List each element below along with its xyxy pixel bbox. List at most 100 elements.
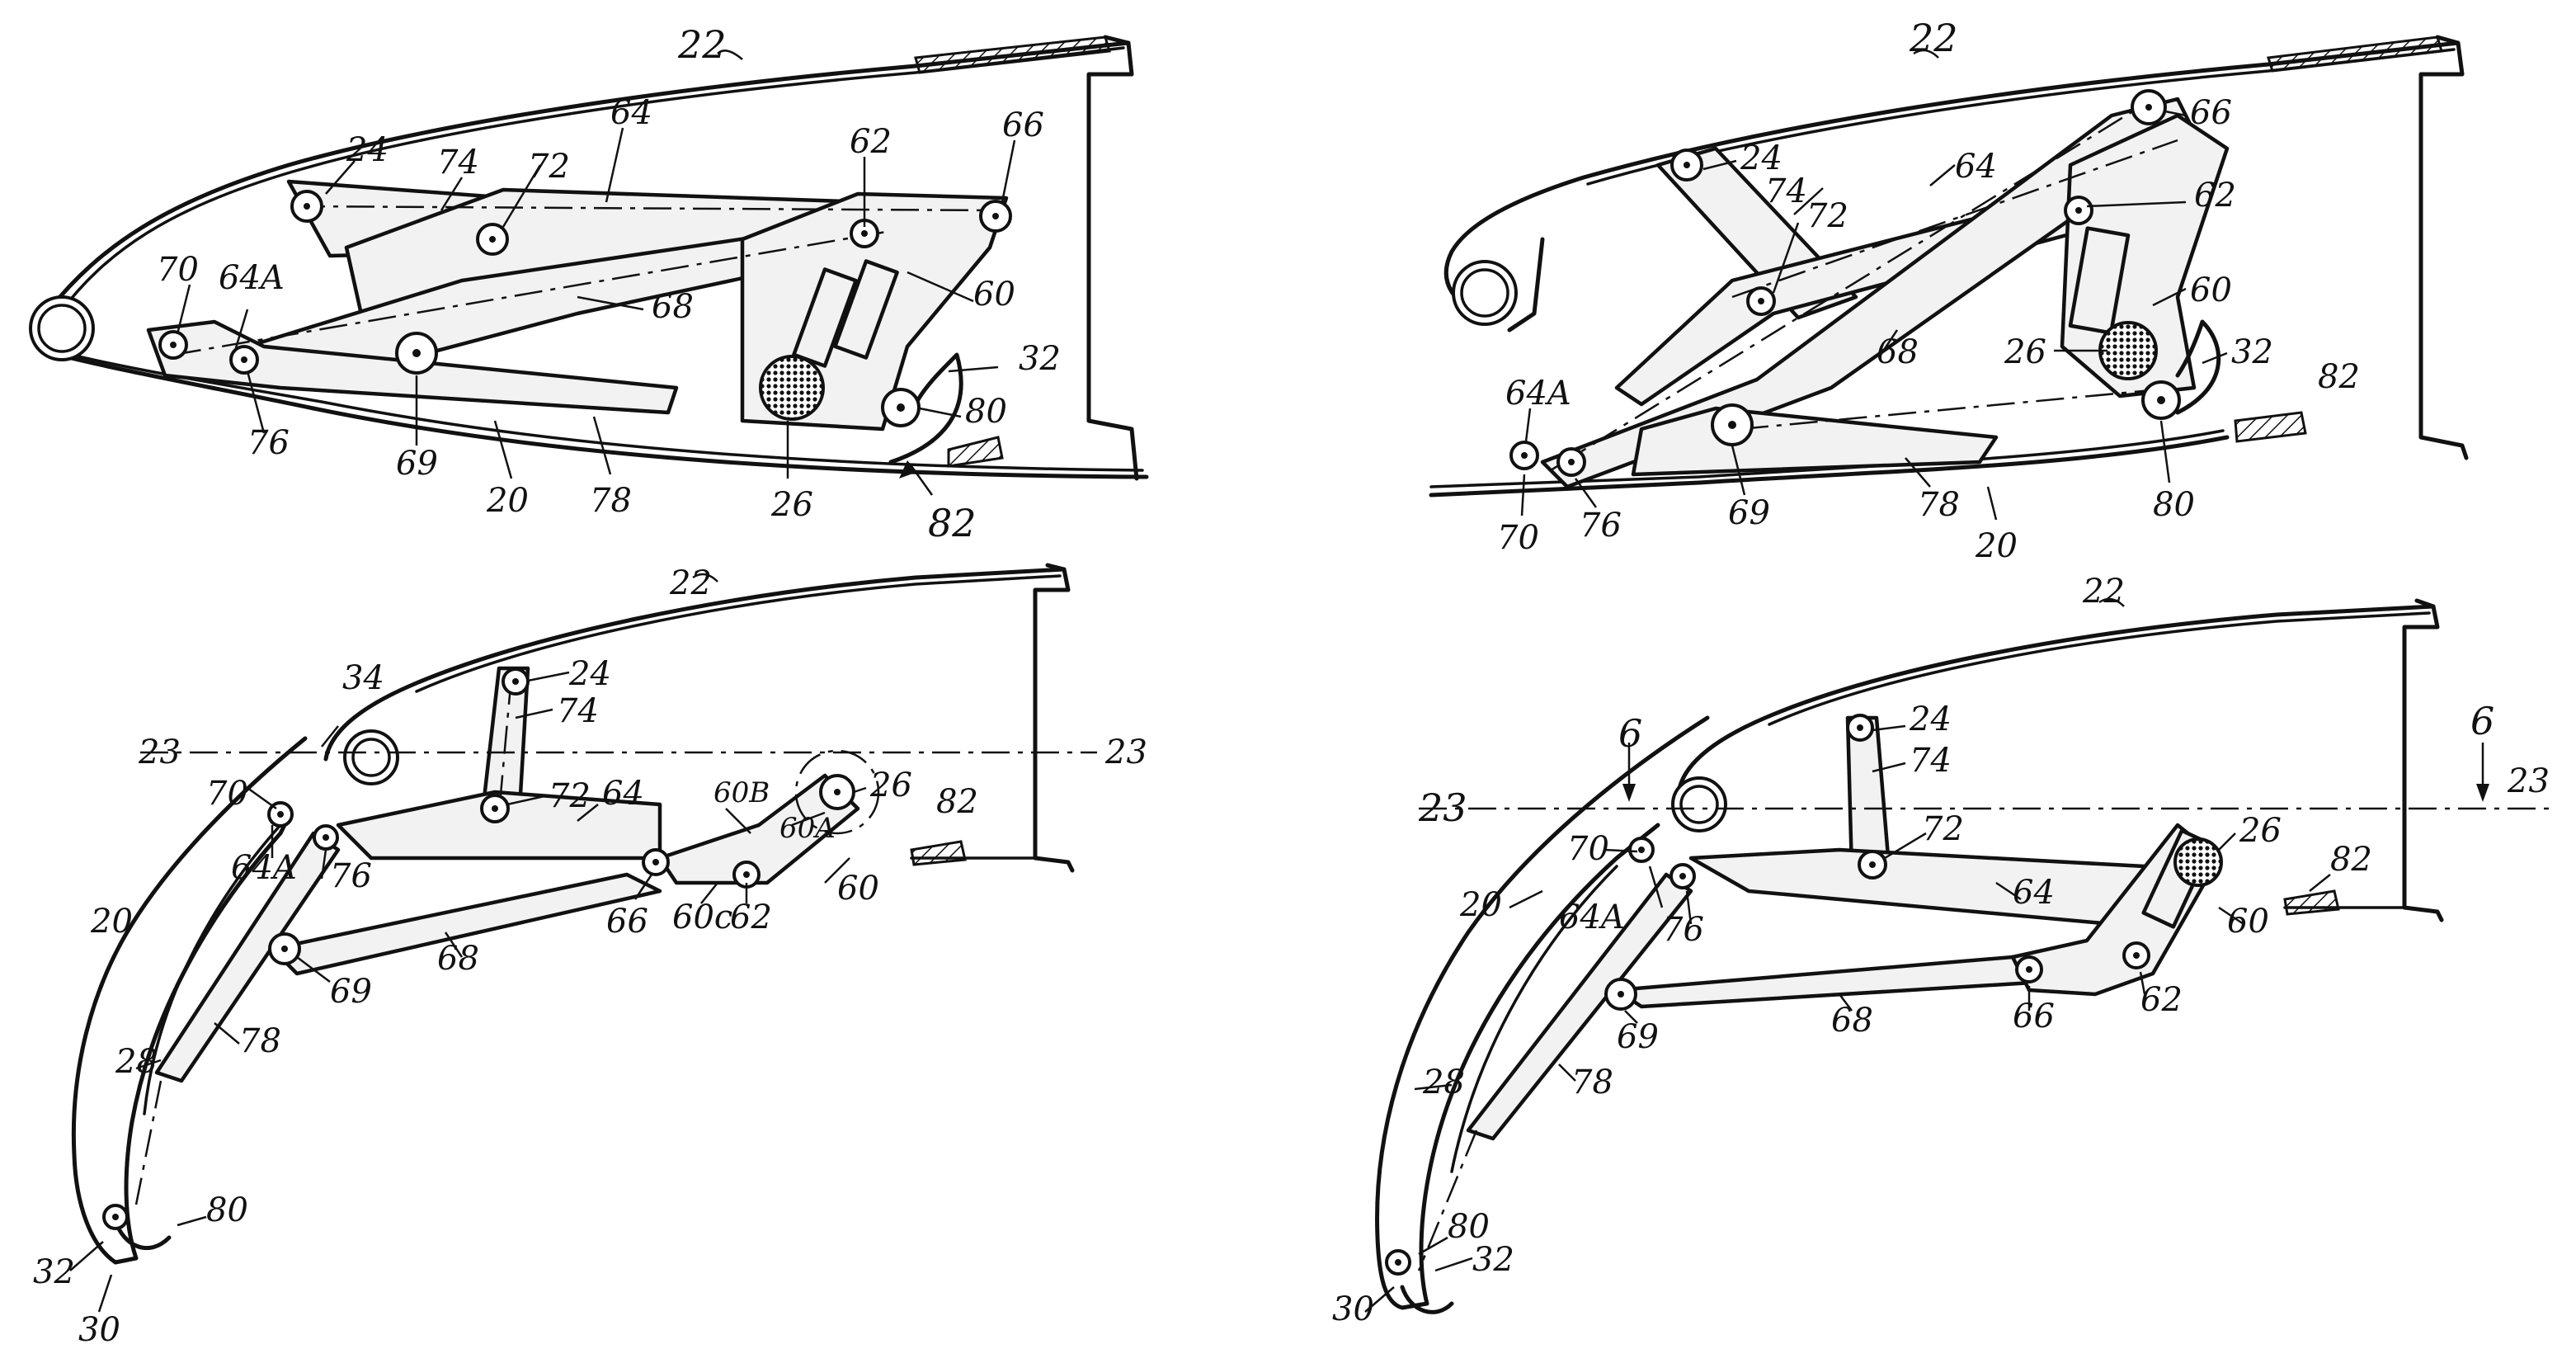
label-80: 80 xyxy=(2153,486,2195,524)
slat-20 xyxy=(71,736,308,1265)
stop-82 xyxy=(2283,889,2340,916)
pivot-pins xyxy=(1385,714,2150,1276)
label-76: 76 xyxy=(330,857,372,895)
label-72: 72 xyxy=(549,777,591,815)
label-72: 72 xyxy=(528,148,570,186)
label-32: 32 xyxy=(33,1253,75,1291)
centerline-2 xyxy=(1731,139,2178,299)
centerline-3 xyxy=(1740,386,2178,431)
label-70: 70 xyxy=(157,251,199,289)
figure-top-left: 22 24 74 72 64 62 66 70 64A 60 32 68 80 … xyxy=(29,22,1149,545)
label-26: 26 xyxy=(869,766,912,804)
label-70: 70 xyxy=(1497,519,1539,557)
label-26: 26 xyxy=(770,486,813,524)
label-64a: 64A xyxy=(1559,898,1625,936)
label-60: 60 xyxy=(2190,271,2232,309)
label-30: 30 xyxy=(78,1311,120,1349)
label-76: 76 xyxy=(1662,911,1704,949)
wing-skin-inner xyxy=(58,46,1125,315)
figure-bottom-left: 22 34 24 74 23 23 72 64 60B 26 82 70 76 … xyxy=(33,563,1147,1349)
label-24: 24 xyxy=(1740,139,1782,177)
label-60: 60 xyxy=(973,276,1015,314)
label-6-right: 6 xyxy=(2470,699,2494,743)
label-68: 68 xyxy=(652,288,694,326)
label-69: 69 xyxy=(396,445,438,483)
centerline-74 xyxy=(497,676,513,814)
label-82: 82 xyxy=(936,783,978,821)
label-64a: 64A xyxy=(219,259,285,297)
front-spar xyxy=(1086,35,1139,481)
link-64 xyxy=(1688,847,2147,927)
label-23-left: 23 xyxy=(138,733,181,771)
label-78: 78 xyxy=(239,1022,281,1060)
label-64: 64 xyxy=(1955,148,1997,186)
label-34: 34 xyxy=(342,659,384,697)
nose-rib xyxy=(1507,237,1545,332)
slat-inner xyxy=(143,823,282,1115)
label-80: 80 xyxy=(965,393,1007,431)
label-32: 32 xyxy=(1472,1241,1514,1279)
pivot-pins xyxy=(158,190,1012,427)
label-60: 60 xyxy=(2227,903,2269,941)
leading-edge-tube-inner xyxy=(351,738,391,777)
label-20: 20 xyxy=(1975,527,2018,565)
crank-60 xyxy=(657,773,860,885)
centerline-slat xyxy=(134,1080,162,1205)
label-74: 74 xyxy=(1910,742,1952,780)
callouts xyxy=(1364,597,2331,1313)
link-64 xyxy=(336,790,662,861)
stop-82 xyxy=(947,436,1004,468)
label-20: 20 xyxy=(486,482,529,520)
centerline-1 xyxy=(1550,97,2154,472)
hook-32 xyxy=(888,352,963,465)
front-spar xyxy=(1033,563,1075,873)
label-64a: 64A xyxy=(1505,375,1571,413)
link-68 xyxy=(270,872,662,976)
label-80: 80 xyxy=(206,1191,248,1229)
label-69: 69 xyxy=(330,973,372,1011)
label-24: 24 xyxy=(346,131,389,169)
label-30: 30 xyxy=(1332,1290,1374,1328)
leading-edge-tube-inner xyxy=(1460,268,1509,318)
label-70: 70 xyxy=(206,775,248,813)
front-spar xyxy=(2402,598,2444,922)
wing-skin xyxy=(1443,40,2461,316)
slat-inner xyxy=(1450,865,1618,1173)
label-26: 26 xyxy=(2004,333,2046,371)
label-28: 28 xyxy=(115,1043,158,1081)
wing-skin-inner xyxy=(1768,611,2431,726)
label-64a: 64A xyxy=(231,849,297,887)
label-24: 24 xyxy=(1909,700,1952,738)
wing-skin xyxy=(1676,604,2436,795)
torque-tube-26 xyxy=(759,355,825,421)
label-22: 22 xyxy=(669,564,712,602)
label-60c: 60c xyxy=(672,898,732,936)
label-23-right: 23 xyxy=(1104,733,1147,771)
slat-20 xyxy=(1375,715,1710,1310)
stop-82 xyxy=(2234,411,2307,443)
label-64: 64 xyxy=(610,94,652,132)
label-82: 82 xyxy=(928,501,977,545)
label-26: 26 xyxy=(2239,812,2282,850)
leading-edge-tube-inner xyxy=(37,304,87,353)
label-82: 82 xyxy=(2318,358,2360,396)
arrowhead-6-left xyxy=(1622,784,1636,802)
label-32: 32 xyxy=(1019,340,1061,378)
label-23-left: 23 xyxy=(1418,785,1467,830)
callouts xyxy=(176,50,1016,479)
centerline-slat xyxy=(1417,1130,1478,1271)
label-76: 76 xyxy=(1580,507,1622,545)
label-24: 24 xyxy=(568,655,611,693)
link-68 xyxy=(1614,955,2048,1009)
label-22: 22 xyxy=(677,22,727,67)
label-74: 74 xyxy=(1765,172,1807,210)
label-78: 78 xyxy=(1918,486,1960,524)
label-62: 62 xyxy=(2194,177,2236,215)
torque-tube-26 xyxy=(2098,321,2158,380)
label-68: 68 xyxy=(1831,1002,1873,1040)
label-74: 74 xyxy=(557,692,599,730)
label-62: 62 xyxy=(730,898,772,936)
label-74: 74 xyxy=(437,144,479,182)
